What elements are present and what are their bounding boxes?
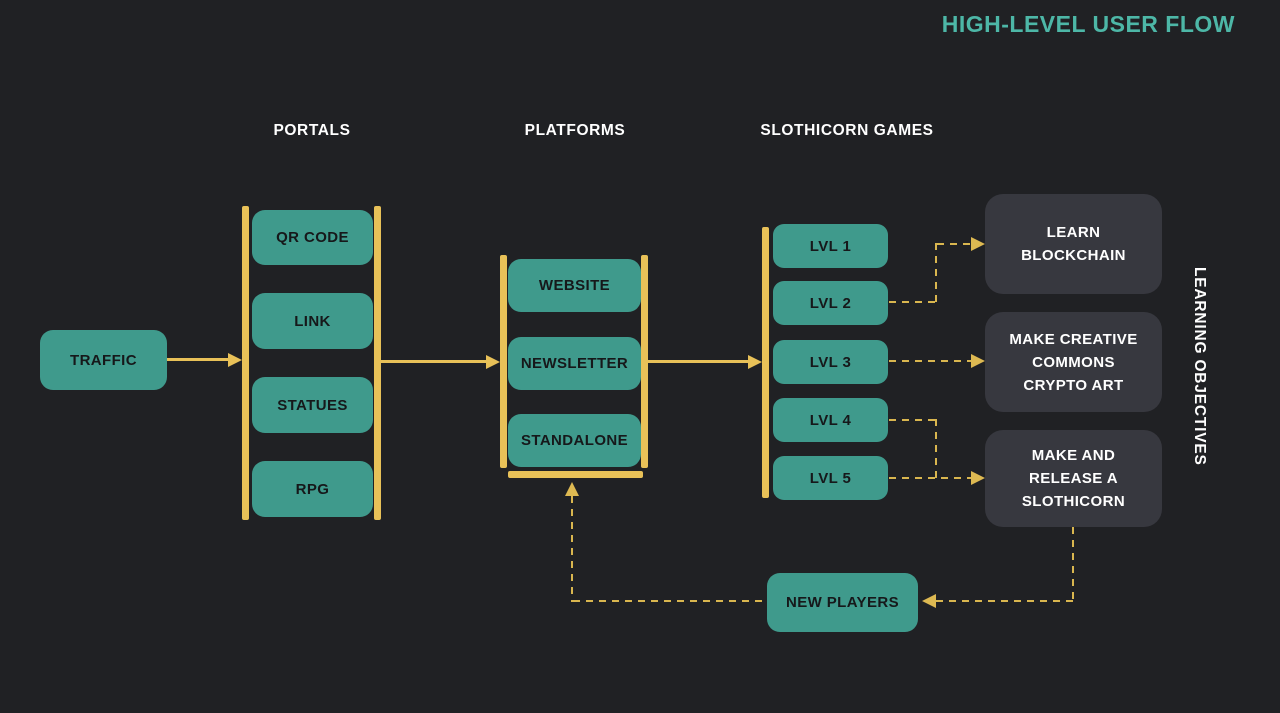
portals-right-rail	[374, 206, 381, 520]
diagram-title: HIGH-LEVEL USER FLOW	[941, 11, 1235, 37]
games-header: SLOTHICORN GAMES	[760, 122, 934, 139]
node-new-players: NEW PLAYERS	[767, 573, 918, 632]
arrowhead-learn-blockchain	[971, 237, 985, 251]
node-lvl-2: LVL 2	[773, 281, 888, 325]
node-qr-code: QR CODE	[252, 210, 373, 265]
node-lvl-4: LVL 4	[773, 398, 888, 442]
objective-learn-blockchain: LEARN BLOCKCHAIN	[985, 194, 1162, 294]
platforms-header: PLATFORMS	[524, 122, 626, 139]
connector-lvl2-up	[935, 243, 937, 303]
platforms-left-rail	[500, 255, 507, 468]
node-traffic: TRAFFIC	[40, 330, 167, 390]
games-left-rail	[762, 227, 769, 498]
platforms-right-rail	[641, 255, 648, 468]
arrowhead-crypto-art	[971, 354, 985, 368]
platforms-bottom-rail	[508, 471, 643, 478]
connector-traffic-to-portals	[167, 358, 230, 361]
connector-lvl5-to-release	[889, 477, 971, 479]
connector-loop-up	[571, 496, 573, 602]
connector-lvl2-out	[889, 301, 937, 303]
connector-lvl3-to-crypto-art	[889, 360, 971, 362]
node-link: LINK	[252, 293, 373, 349]
portals-left-rail	[242, 206, 249, 520]
node-statues: STATUES	[252, 377, 373, 433]
connector-portals-to-platforms	[381, 360, 488, 363]
connector-to-new-players	[936, 600, 1073, 602]
arrowhead-new-players	[922, 594, 936, 608]
arrowhead-release-slothicorn	[971, 471, 985, 485]
portals-header: PORTALS	[273, 122, 351, 139]
arrowhead-portals-to-platforms	[486, 355, 500, 369]
connector-lvl4-down	[935, 419, 937, 478]
node-lvl-5: LVL 5	[773, 456, 888, 500]
node-standalone: STANDALONE	[508, 414, 641, 467]
node-lvl-3: LVL 3	[773, 340, 888, 384]
objective-crypto-art: MAKE CREATIVE COMMONS CRYPTO ART	[985, 312, 1162, 412]
node-rpg: RPG	[252, 461, 373, 517]
arrowhead-traffic-to-portals	[228, 353, 242, 367]
objective-release-slothicorn: MAKE AND RELEASE A SLOTHICORN	[985, 430, 1162, 527]
arrowhead-back-to-platforms	[565, 482, 579, 496]
connector-platforms-to-games	[648, 360, 750, 363]
learning-objectives-side-label: LEARNING OBJECTIVES	[1191, 267, 1208, 466]
connector-to-learn-blockchain	[937, 243, 971, 245]
node-newsletter: NEWSLETTER	[508, 337, 641, 390]
connector-release-down	[1072, 527, 1074, 601]
node-website: WEBSITE	[508, 259, 641, 312]
connector-new-players-left	[573, 600, 767, 602]
node-lvl-1: LVL 1	[773, 224, 888, 268]
arrowhead-platforms-to-games	[748, 355, 762, 369]
connector-lvl4-out	[889, 419, 937, 421]
